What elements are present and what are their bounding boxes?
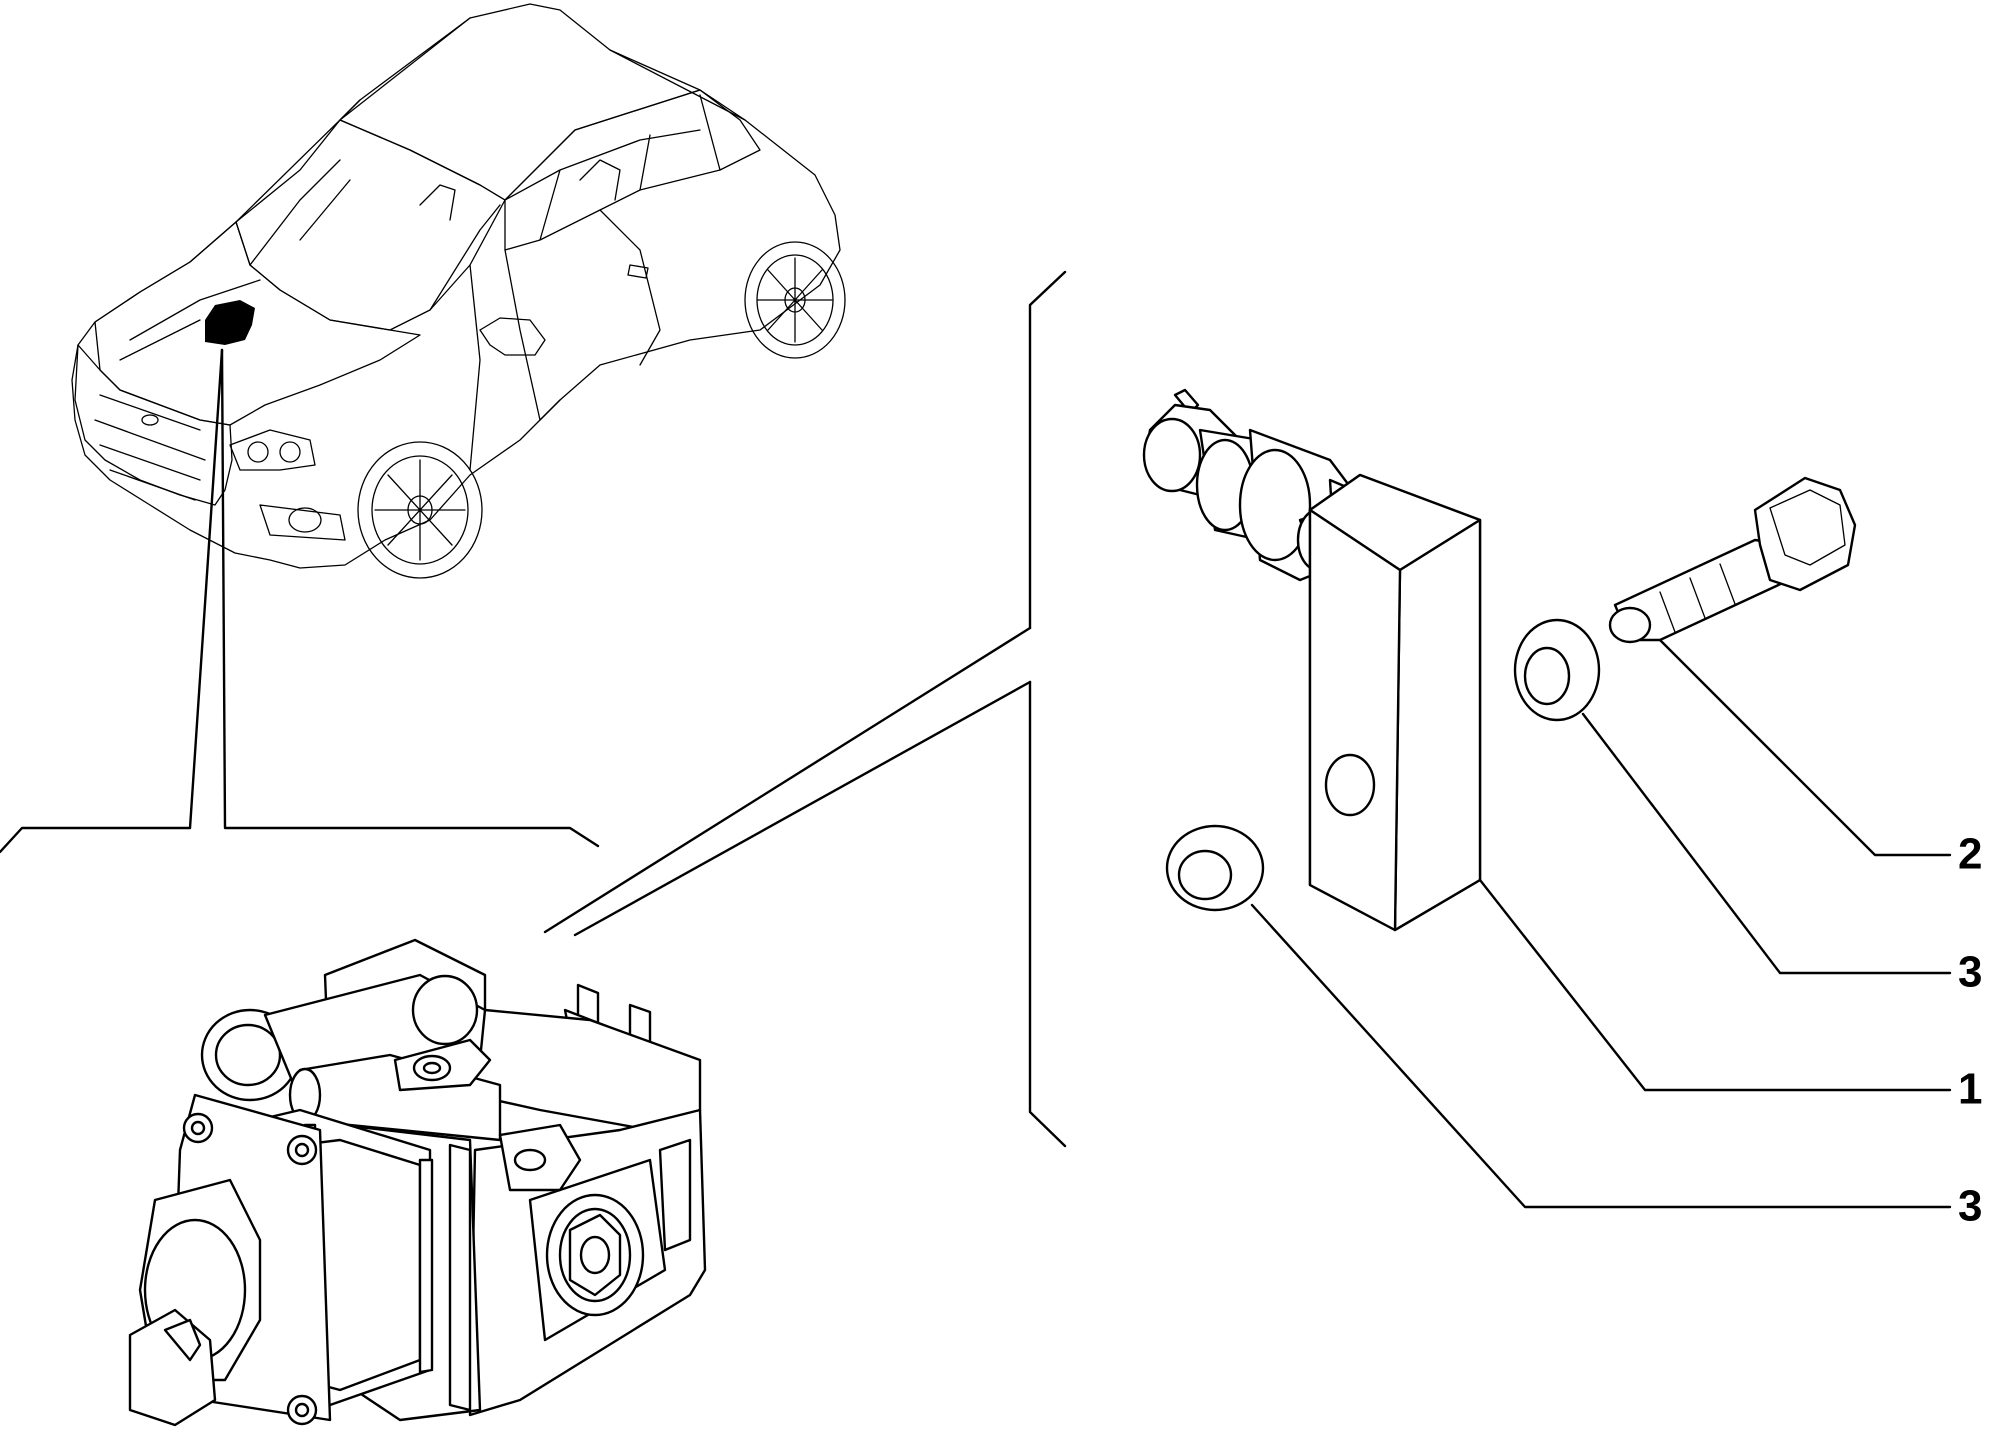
brake-valve-assembly	[128, 938, 707, 1427]
car-illustration	[71, 3, 846, 579]
bracket-part	[1142, 388, 1482, 932]
location-leaders	[0, 348, 600, 854]
detail-frame-bracket	[543, 270, 1067, 1148]
callout-bracket-label: 1	[1958, 1065, 1982, 1114]
washer-upper-part	[1513, 618, 1601, 722]
callout-washer-lower-label: 3	[1958, 1182, 1982, 1231]
washer-lower-part	[1165, 824, 1265, 912]
callout-labels: 2 3 1 3	[1958, 830, 1982, 1231]
bolt-part	[1608, 476, 1857, 644]
callout-washer-upper-label: 3	[1958, 948, 1982, 997]
callout-bolt-label: 2	[1958, 830, 1982, 879]
component-location-marker	[205, 300, 255, 345]
callout-leaders	[1250, 638, 1952, 1209]
